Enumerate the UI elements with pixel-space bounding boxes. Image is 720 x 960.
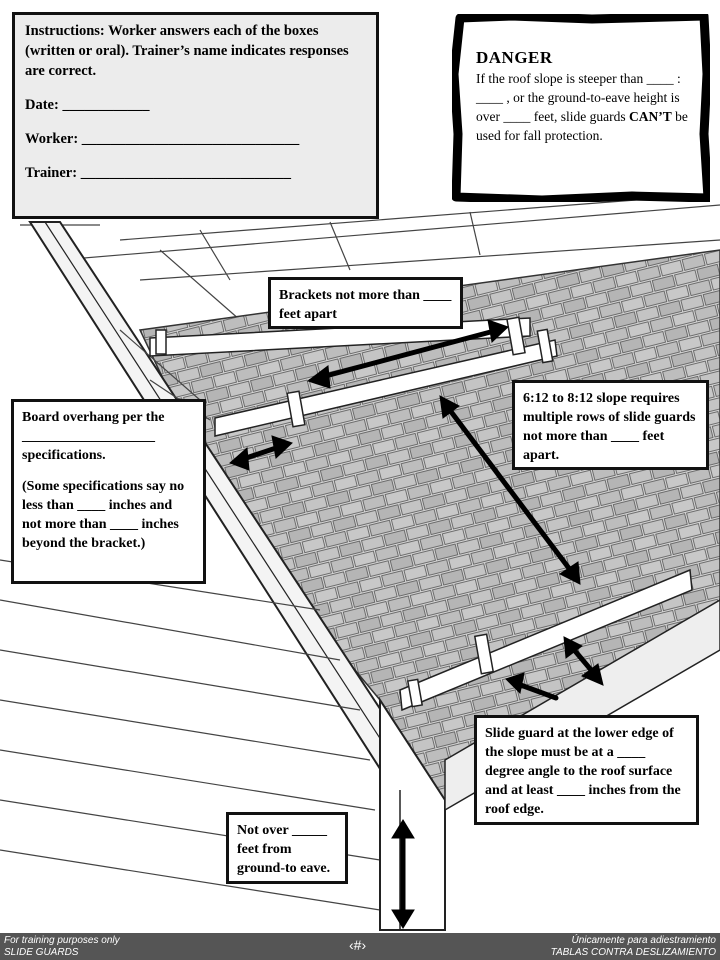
footer-left: For training purposes only SLIDE GUARDS [4,935,120,959]
worker-field: Worker: ______________________________ [25,131,300,147]
lower-slide-guard [399,568,693,712]
trainer-field: Trainer: _____________________________ [25,165,291,181]
danger-title: DANGER [476,48,553,67]
overhang-text-2: (Some specifications say no less than __… [22,479,185,551]
instructions-box: Instructions: Worker answers each of the… [12,12,379,219]
height-text: Not over _____ feet from ground-to eave. [237,823,331,876]
instructions-text: Instructions: Worker answers each of the… [25,23,349,79]
corner-board [379,696,446,931]
overhang-callout: Board overhang per the _________________… [11,399,206,584]
arrows [229,319,604,929]
footer-right-line-1: Únicamente para adiestramiento [571,935,716,946]
danger-line-2: be used for fall protection. [476,109,688,143]
footer-right: Únicamente para adiestramiento TABLAS CO… [551,935,716,959]
roof-sheathing [20,194,720,321]
overhang-text-1: Board overhang per the _________________… [22,410,165,463]
danger-cant: CAN’T [628,109,672,124]
date-field: Date: ____________ [25,97,150,113]
footer-left-line-1: For training purposes only [4,935,120,946]
footer-bar: For training purposes only SLIDE GUARDS … [0,933,720,960]
lower-edge-text: Slide guard at the lower edge of the slo… [485,726,681,817]
footer-left-line-2: SLIDE GUARDS [4,947,79,958]
danger-box: DANGER If the roof slope is steeper than… [452,14,710,202]
danger-text: DANGER If the roof slope is steeper than… [476,48,691,145]
slope-callout: 6:12 to 8:12 slope requires multiple row… [512,380,709,470]
danger-frame [452,14,710,202]
lower-edge-callout: Slide guard at the lower edge of the slo… [474,715,699,825]
danger-line-1: If the roof slope is steeper than ____ :… [476,71,681,124]
brackets-callout: Brackets not more than ____ feet apart [268,277,463,329]
height-callout: Not over _____ feet from ground-to eave. [226,812,348,884]
brackets-text: Brackets not more than ____ feet apart [279,288,452,322]
slide-number: ‹#› [349,937,367,953]
slope-text: 6:12 to 8:12 slope requires multiple row… [523,391,696,463]
footer-right-line-2: TABLAS CONTRA DESLIZAMIENTO [550,947,716,958]
